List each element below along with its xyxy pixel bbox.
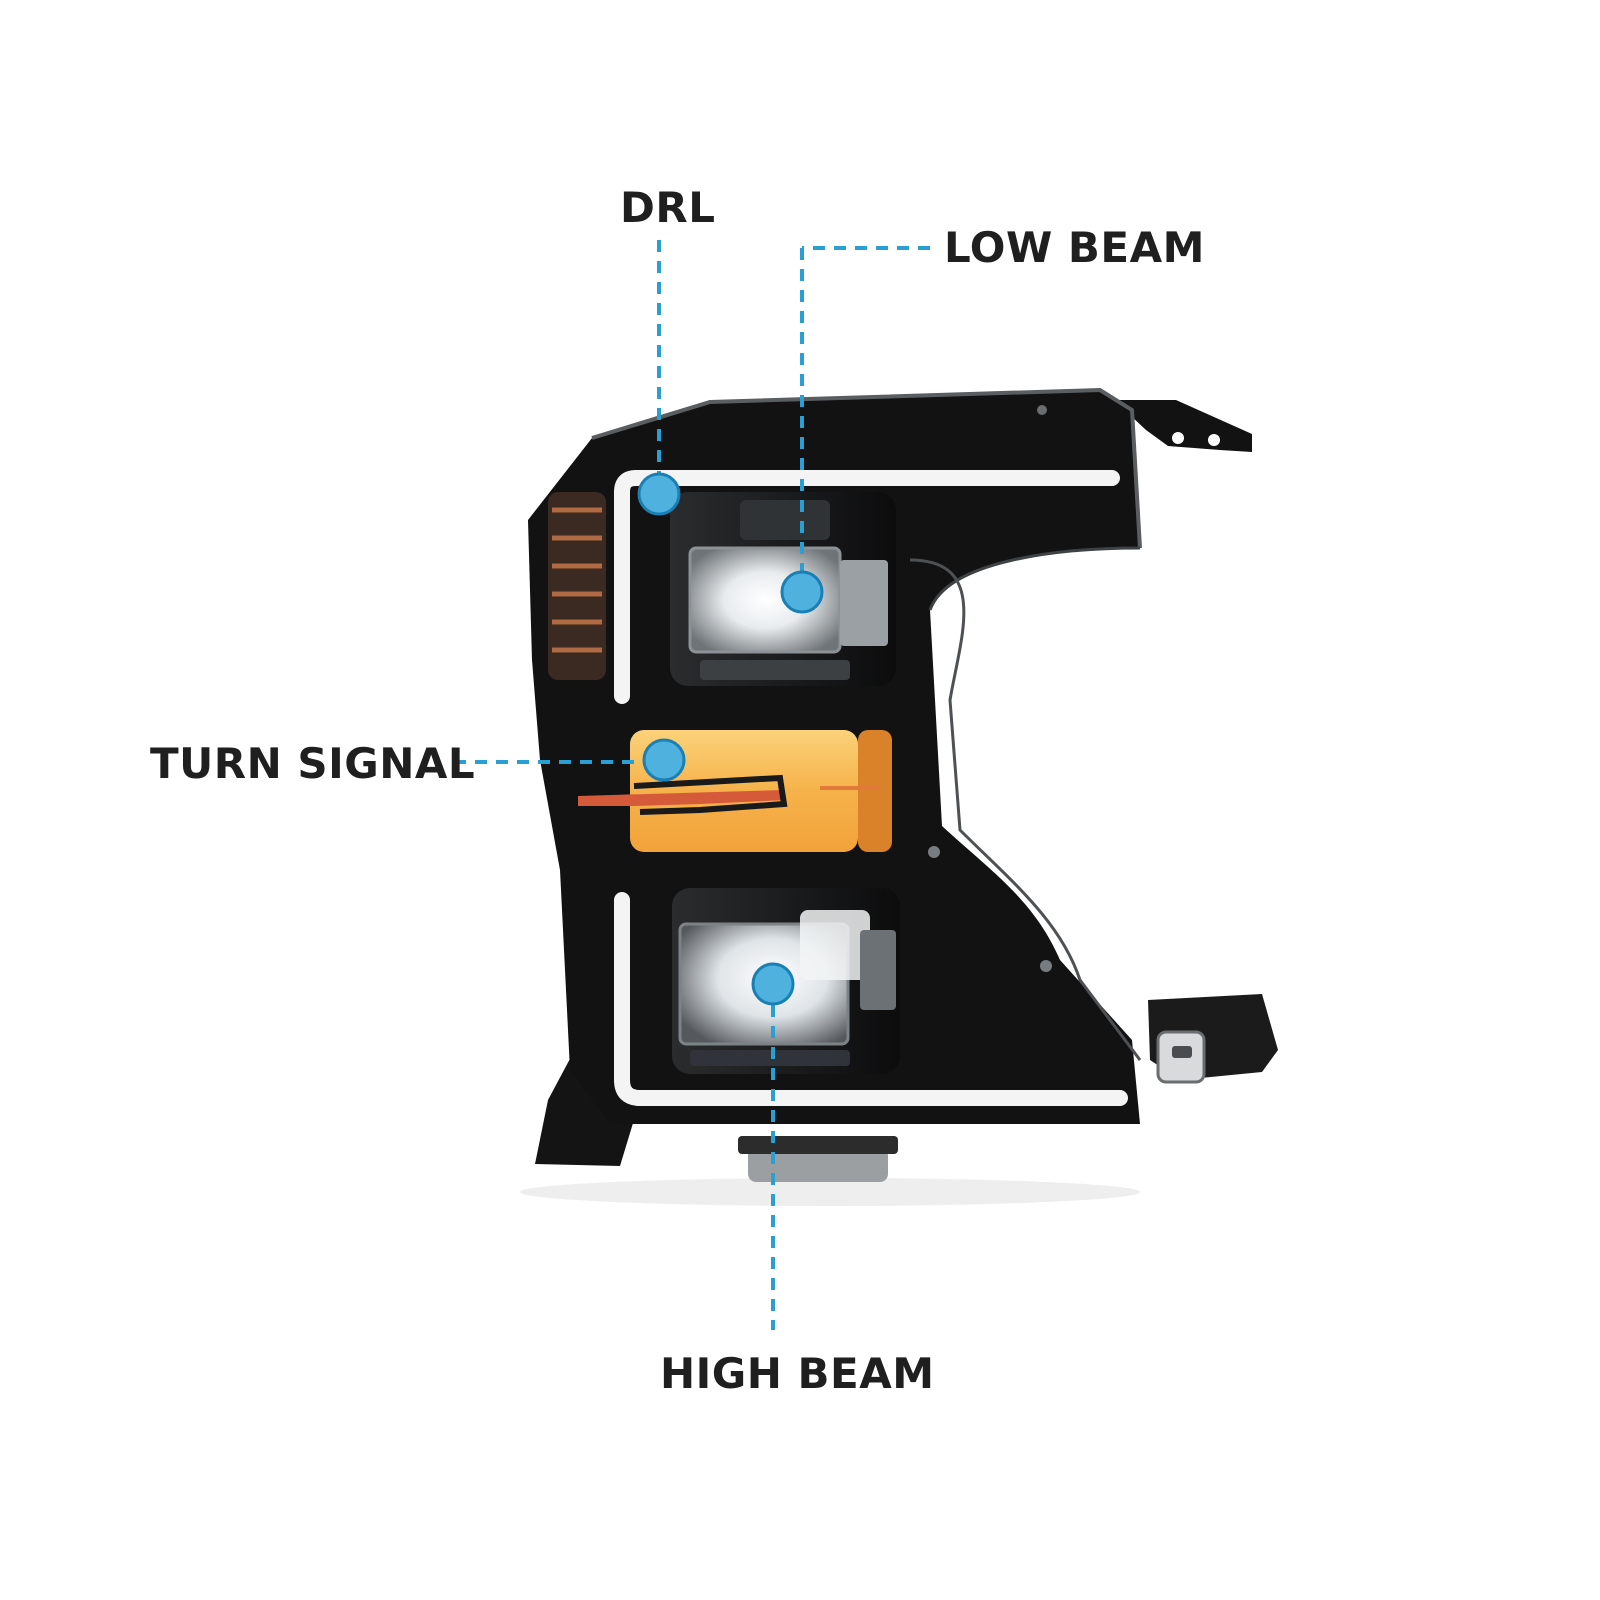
low-beam-label: LOW BEAM: [944, 223, 1205, 272]
floor-shadow: [520, 1178, 1140, 1206]
housing-screw: [1040, 960, 1052, 972]
bracket-hole: [1172, 432, 1184, 444]
lens-edge: [591, 387, 1142, 549]
high-beam-marker-dot: [751, 962, 795, 1006]
turn-signal-lamp: [578, 730, 892, 852]
high-beam-label: HIGH BEAM: [660, 1349, 935, 1398]
drl-light-strip: [614, 892, 1128, 1106]
drl-label: DRL: [620, 183, 715, 232]
bottom-mount-base: [738, 1136, 898, 1154]
turn-signal-label: TURN SIGNAL: [150, 739, 475, 788]
lens-edge: [928, 546, 1141, 611]
bottom-mount-cap: [748, 1148, 888, 1182]
lens-edge: [909, 558, 1142, 1061]
callout-markers: [637, 472, 824, 1006]
housing-screw: [928, 846, 940, 858]
drl-light-strip: [614, 470, 1120, 704]
drl-marker-dot: [637, 472, 681, 516]
callout-leaders: [454, 240, 930, 1330]
headlight-assembly: [520, 387, 1278, 1206]
connector-slot: [1172, 1046, 1192, 1058]
housing-screw: [1037, 405, 1047, 415]
bracket-hole: [1208, 434, 1220, 446]
bottom-left-foot: [535, 1040, 640, 1166]
turn-signal-marker-dot: [642, 738, 686, 782]
low-beam-marker-dot: [780, 570, 824, 614]
callout-labels: DRL LOW BEAM TURN SIGNAL HIGH BEAM: [150, 183, 1205, 1398]
side-marker-reflector: [548, 492, 606, 680]
